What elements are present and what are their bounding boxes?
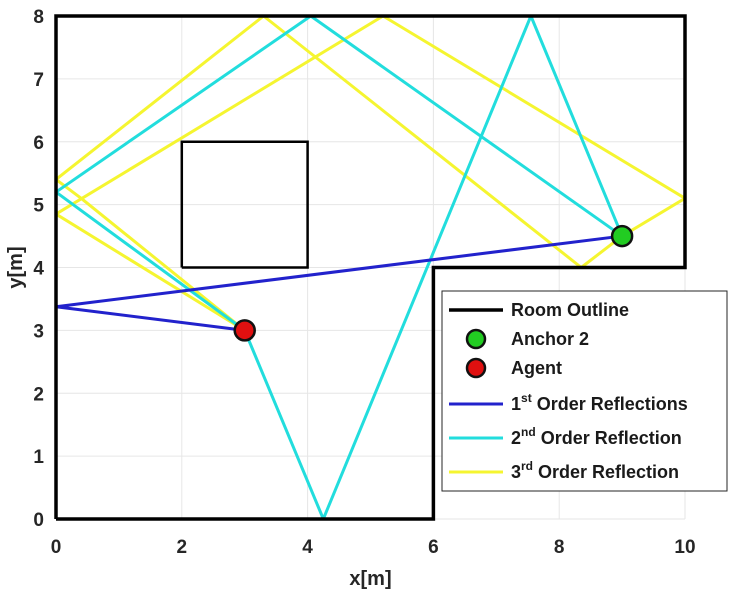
x-axis-label: x[m] (349, 568, 391, 590)
y-tick-label: 6 (33, 133, 44, 154)
y-tick-label: 7 (33, 70, 44, 91)
y-tick-label: 0 (33, 510, 44, 531)
legend-label-anchor: Anchor 2 (511, 329, 589, 349)
y-axis-label: y[m] (5, 246, 27, 288)
x-tick-label: 4 (302, 537, 313, 558)
reflection-order-2-path-2 (243, 14, 624, 521)
legend-label-order-3: 3rd Order Reflection (511, 459, 679, 482)
room-outline (54, 14, 687, 521)
x-tick-label: 10 (674, 537, 695, 558)
legend-label-agent: Agent (511, 358, 562, 378)
legend-swatch-anchor (465, 328, 487, 350)
series-layer (54, 14, 687, 521)
tick-labels: 0 2 4 6 8 10 0 1 2 3 4 5 6 7 8 (33, 7, 695, 558)
legend-box (441, 290, 728, 492)
y-tick-label: 5 (33, 196, 44, 217)
legend-label-order-1: 1st Order Reflections (511, 391, 688, 414)
x-tick-label: 0 (51, 537, 62, 558)
x-tick-label: 6 (428, 537, 439, 558)
agent-marker (233, 319, 256, 342)
legend-label-room: Room Outline (511, 300, 629, 320)
legend-label-order-2: 2nd Order Reflection (511, 425, 682, 448)
obstacle-outline (180, 140, 309, 269)
y-tick-label: 4 (33, 259, 44, 280)
y-tick-label: 2 (33, 384, 44, 405)
y-tick-label: 1 (33, 447, 44, 468)
y-tick-label: 8 (33, 7, 44, 28)
reflection-order-2-path-1 (54, 14, 623, 332)
y-tick-label: 3 (33, 321, 44, 342)
reflection-order-3-path-2 (54, 14, 624, 332)
legend-swatch-agent (465, 357, 487, 379)
x-tick-label: 2 (177, 537, 188, 558)
anchor-marker (610, 224, 634, 248)
x-tick-label: 8 (554, 537, 565, 558)
